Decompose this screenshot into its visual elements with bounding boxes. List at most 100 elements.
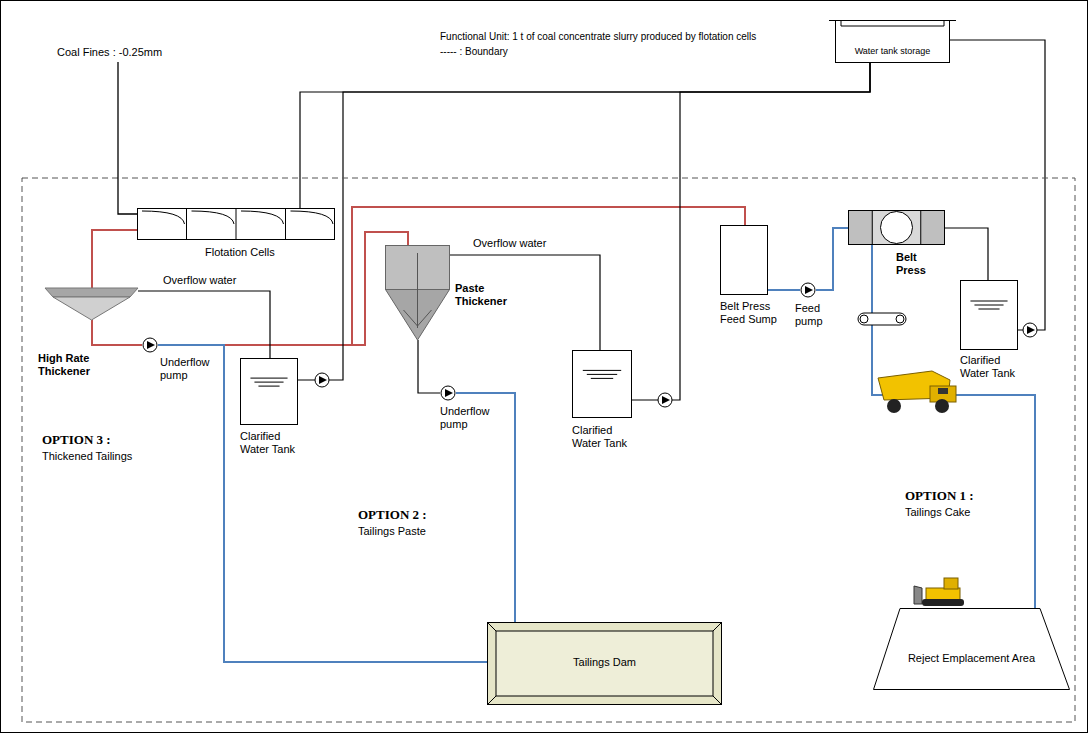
pump-symbol: Underflow pump <box>440 385 456 401</box>
flow-line <box>92 320 142 345</box>
note-text: Functional Unit: 1 t of coal concentrate… <box>440 30 756 43</box>
pump-body <box>658 393 672 407</box>
truck-window <box>938 388 948 394</box>
dozer-cab <box>944 578 958 589</box>
dam-corner <box>487 622 722 705</box>
flow-line <box>632 63 870 400</box>
pump-impeller <box>147 341 155 349</box>
feed-label: Coal Fines : -0.25mm <box>57 46 162 59</box>
thickener-cone <box>53 297 130 320</box>
flow-label: Overflow water <box>162 274 237 287</box>
node-label: Belt Press <box>896 251 936 277</box>
node-label: Tailings Dam <box>495 656 714 669</box>
press-drum <box>881 212 913 244</box>
water-level <box>258 386 279 387</box>
cell-launder <box>192 211 235 224</box>
dam-pond <box>496 631 713 696</box>
node-label: Paste Thickener <box>455 282 517 308</box>
node-outline <box>572 350 632 418</box>
thickener: Paste Thickener <box>385 245 450 340</box>
tank-rim <box>829 21 956 27</box>
node-label: Clarified Water Tank <box>572 424 638 450</box>
conveyor-roller <box>860 315 868 323</box>
water-tank: Clarified Water Tank <box>960 280 1018 350</box>
conveyor-roller <box>896 315 904 323</box>
rake-arm <box>404 310 432 326</box>
node-label: Clarified Water Tank <box>960 354 1024 380</box>
water-level <box>591 378 613 379</box>
option-name: Tailings Paste <box>358 525 426 538</box>
flow-line <box>450 255 600 350</box>
coal-feed-line <box>118 62 137 214</box>
pump-body <box>143 338 157 352</box>
emplacement-area: Reject Emplacement Area <box>873 608 1070 690</box>
conveyor-outline <box>858 313 906 325</box>
pump-symbol <box>315 373 329 387</box>
flotation-cells: Flotation Cells <box>137 208 335 240</box>
flow-line <box>138 291 270 358</box>
flow-line <box>872 245 1035 608</box>
cell-divider <box>285 208 286 240</box>
pump-body <box>801 283 815 297</box>
node-outline <box>835 20 950 63</box>
tank-outline <box>721 226 768 295</box>
node-outline <box>142 337 158 353</box>
node-label: Water tank storage <box>838 46 947 57</box>
water-tank: Clarified Water Tank <box>240 358 298 425</box>
tailings-dam: Tailings Dam <box>487 622 722 705</box>
node-outline <box>960 280 1018 350</box>
pump-body <box>1023 323 1037 337</box>
rake-shaft <box>417 253 418 328</box>
dozer-blade <box>914 586 922 604</box>
pump-impeller <box>662 396 670 404</box>
cell-launder <box>241 211 284 224</box>
node-outline <box>240 358 298 425</box>
tank-outline <box>573 351 632 418</box>
node-label: Underflow pump <box>440 405 502 431</box>
truck-wheel <box>935 399 949 413</box>
tank-outline <box>836 21 950 63</box>
flow-line <box>768 289 800 291</box>
pump-body <box>441 386 455 400</box>
node-label: High Rate Thickener <box>38 352 108 378</box>
pump-symbol: Underflow pump <box>142 337 158 353</box>
note-text: ----- : Boundary <box>440 45 508 58</box>
option-heading: OPTION 1 : <box>905 488 974 503</box>
option-name: Tailings Cake <box>905 506 970 519</box>
dozer-track <box>922 599 964 606</box>
cell-launder <box>291 211 334 224</box>
node-outline <box>45 288 138 320</box>
flow-line <box>92 230 137 288</box>
pump-impeller <box>805 286 813 294</box>
bulldozer <box>914 578 964 606</box>
tank-outline <box>241 359 298 425</box>
water-level <box>978 309 999 310</box>
water-level <box>974 305 1003 306</box>
node-outline <box>873 608 1070 690</box>
pump-impeller <box>1027 326 1035 334</box>
water-level <box>583 370 621 371</box>
node-outline <box>848 210 945 245</box>
cell-launder <box>142 211 185 224</box>
flow-line <box>298 63 870 380</box>
emplacement-outline <box>874 609 1070 690</box>
node-label: Flotation Cells <box>205 246 295 259</box>
pump-impeller <box>445 389 453 397</box>
node-label: Underflow pump <box>160 356 222 382</box>
node-outline <box>137 208 335 240</box>
cell-bank-outline <box>138 209 335 240</box>
tank-outline <box>961 281 1018 350</box>
flow-line <box>418 340 440 393</box>
sump-tank: Belt Press Feed Sump <box>720 225 768 295</box>
flow-line <box>300 63 870 208</box>
thickener-tank <box>45 288 138 297</box>
water-tank: Clarified Water Tank <box>572 350 632 418</box>
truck-wheel <box>887 399 901 413</box>
option-heading: OPTION 3 : <box>42 432 111 447</box>
cell-divider <box>186 208 187 240</box>
system-boundary <box>22 178 1075 722</box>
node-label: Clarified Water Tank <box>240 430 306 456</box>
pump-symbol <box>1023 323 1037 337</box>
